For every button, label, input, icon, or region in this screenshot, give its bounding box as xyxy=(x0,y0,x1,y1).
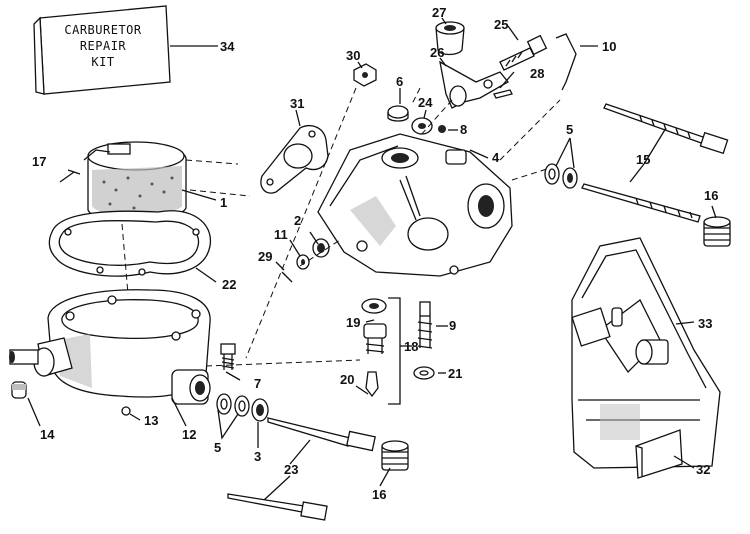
callout-7: 7 xyxy=(254,376,261,391)
callout-22: 22 xyxy=(222,277,236,292)
low-speed-needle xyxy=(267,417,376,452)
callout-14: 14 xyxy=(40,427,55,442)
callout-34: 34 xyxy=(220,39,235,54)
leader-lines xyxy=(27,17,717,501)
callout-25: 25 xyxy=(494,17,508,32)
air-silencer-cover xyxy=(571,237,721,469)
kit-label-line-2: REPAIR xyxy=(80,39,127,53)
callout-3: 3 xyxy=(254,449,261,464)
callout-16-lower: 16 xyxy=(372,487,386,502)
pin-29 xyxy=(281,271,293,283)
callout-9: 9 xyxy=(449,318,456,333)
callout-6: 6 xyxy=(396,74,403,89)
callout-31: 31 xyxy=(290,96,304,111)
lower-needle xyxy=(581,183,701,223)
carburetor-body xyxy=(317,133,513,277)
callout-23: 23 xyxy=(284,462,298,477)
callout-17: 17 xyxy=(32,154,46,169)
welch-plug xyxy=(387,105,409,122)
washer-11 xyxy=(296,254,310,270)
gasket-small xyxy=(413,366,435,380)
callout-13: 13 xyxy=(144,413,158,428)
needle-assembly xyxy=(363,323,387,354)
upper-needle xyxy=(603,103,729,155)
callout-32: 32 xyxy=(696,462,710,477)
throttle-arm xyxy=(439,60,509,109)
bowl-gasket xyxy=(48,210,212,277)
right-seals xyxy=(544,163,578,189)
callout-5-bowl: 5 xyxy=(214,440,221,455)
packing-nut-right xyxy=(703,216,731,247)
callout-24: 24 xyxy=(418,95,433,110)
link-rod xyxy=(555,33,577,91)
float-pin xyxy=(59,171,75,183)
float-bowl xyxy=(9,289,211,405)
check-ball xyxy=(121,406,131,416)
seal-2 xyxy=(312,238,330,258)
inlet-needle-seat xyxy=(417,301,433,349)
seat-washer xyxy=(361,298,387,314)
silencer-bar xyxy=(635,429,683,479)
nut xyxy=(353,63,377,87)
assembly-guide-lines xyxy=(121,87,561,367)
callout-16-right: 16 xyxy=(704,188,718,203)
callout-27: 27 xyxy=(432,5,446,20)
small-screw xyxy=(493,89,513,99)
callout-30: 30 xyxy=(346,48,360,63)
callout-33: 33 xyxy=(698,316,712,331)
callout-5-right: 5 xyxy=(566,122,573,137)
callout-1: 1 xyxy=(220,195,227,210)
kit-label-line-3: KIT xyxy=(91,55,114,69)
callout-26: 26 xyxy=(430,45,444,60)
inlet-needle xyxy=(365,371,379,398)
callout-12: 12 xyxy=(182,427,196,442)
callout-19: 19 xyxy=(346,315,360,330)
choke-knob xyxy=(435,21,465,56)
ball xyxy=(438,125,446,133)
drain-plug xyxy=(11,381,27,399)
callout-20: 20 xyxy=(340,372,354,387)
callout-8: 8 xyxy=(460,122,467,137)
bracket-18 xyxy=(388,297,401,405)
callout-28: 28 xyxy=(530,66,544,81)
callout-10: 10 xyxy=(602,39,616,54)
callout-4: 4 xyxy=(492,150,500,165)
callout-21: 21 xyxy=(448,366,462,381)
repair-kit-box: CARBURETOR REPAIR KIT xyxy=(33,5,171,95)
high-speed-needle xyxy=(227,493,328,521)
packing-nut-lower xyxy=(381,440,409,471)
callout-29: 29 xyxy=(258,249,272,264)
callout-15: 15 xyxy=(636,152,650,167)
callout-2: 2 xyxy=(294,213,301,228)
mounting-gasket xyxy=(260,125,329,194)
kit-label-line-1: CARBURETOR xyxy=(64,23,142,37)
bowl-screw xyxy=(220,343,236,370)
shaft-screw xyxy=(499,34,548,71)
callout-labels: 1 2 3 4 5 5 6 7 8 9 10 11 12 13 14 15 16… xyxy=(32,5,718,502)
float xyxy=(83,141,187,222)
bowl-seals xyxy=(216,393,269,422)
callout-11: 11 xyxy=(274,227,288,242)
callout-18: 18 xyxy=(404,339,418,354)
